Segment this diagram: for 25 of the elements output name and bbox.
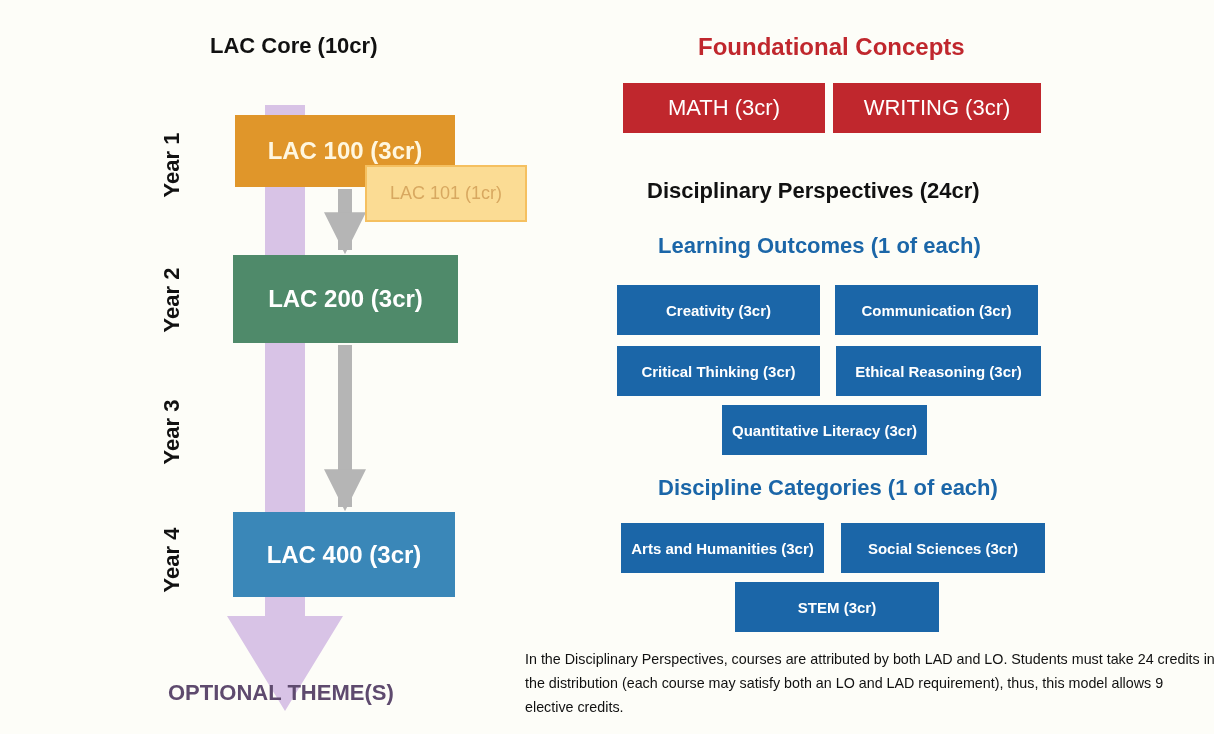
outcome-box: Critical Thinking (3cr) <box>617 346 820 396</box>
category-box: Arts and Humanities (3cr) <box>621 523 824 573</box>
outcome-box: Communication (3cr) <box>835 285 1038 335</box>
category-box: STEM (3cr) <box>735 582 939 632</box>
heading: LAC Core (10cr) <box>210 33 378 59</box>
requirement-box: WRITING (3cr) <box>833 83 1041 133</box>
heading: Foundational Concepts <box>698 33 965 61</box>
outcome-box: Quantitative Literacy (3cr) <box>722 405 927 455</box>
arrow <box>324 345 366 512</box>
category-box: Social Sciences (3cr) <box>841 523 1045 573</box>
year-label: Year 4 <box>159 527 185 593</box>
note-text: In the Disciplinary Perspectives, courses are attributed by both LAD and LO. Students must take 24 credits in the distribution (each course may satisfy both an LO and LAD requirement), thus, this model allows 9 elective credits. <box>525 650 1214 717</box>
course-box: LAC 200 (3cr) <box>233 255 458 343</box>
year-label: Year 2 <box>159 267 185 333</box>
heading: Learning Outcomes (1 of each) <box>658 233 981 259</box>
requirement-box: MATH (3cr) <box>623 83 825 133</box>
theme-label: OPTIONAL THEME(S) <box>168 675 430 711</box>
outcome-box: Creativity (3cr) <box>617 285 820 335</box>
heading: Disciplinary Perspectives (24cr) <box>647 178 980 204</box>
heading: Discipline Categories (1 of each) <box>658 475 998 501</box>
year-label: Year 3 <box>159 399 185 465</box>
course-box: LAC 400 (3cr) <box>233 512 455 597</box>
outcome-box: Ethical Reasoning (3cr) <box>836 346 1041 396</box>
arrow <box>324 189 366 255</box>
year-label: Year 1 <box>159 132 185 198</box>
